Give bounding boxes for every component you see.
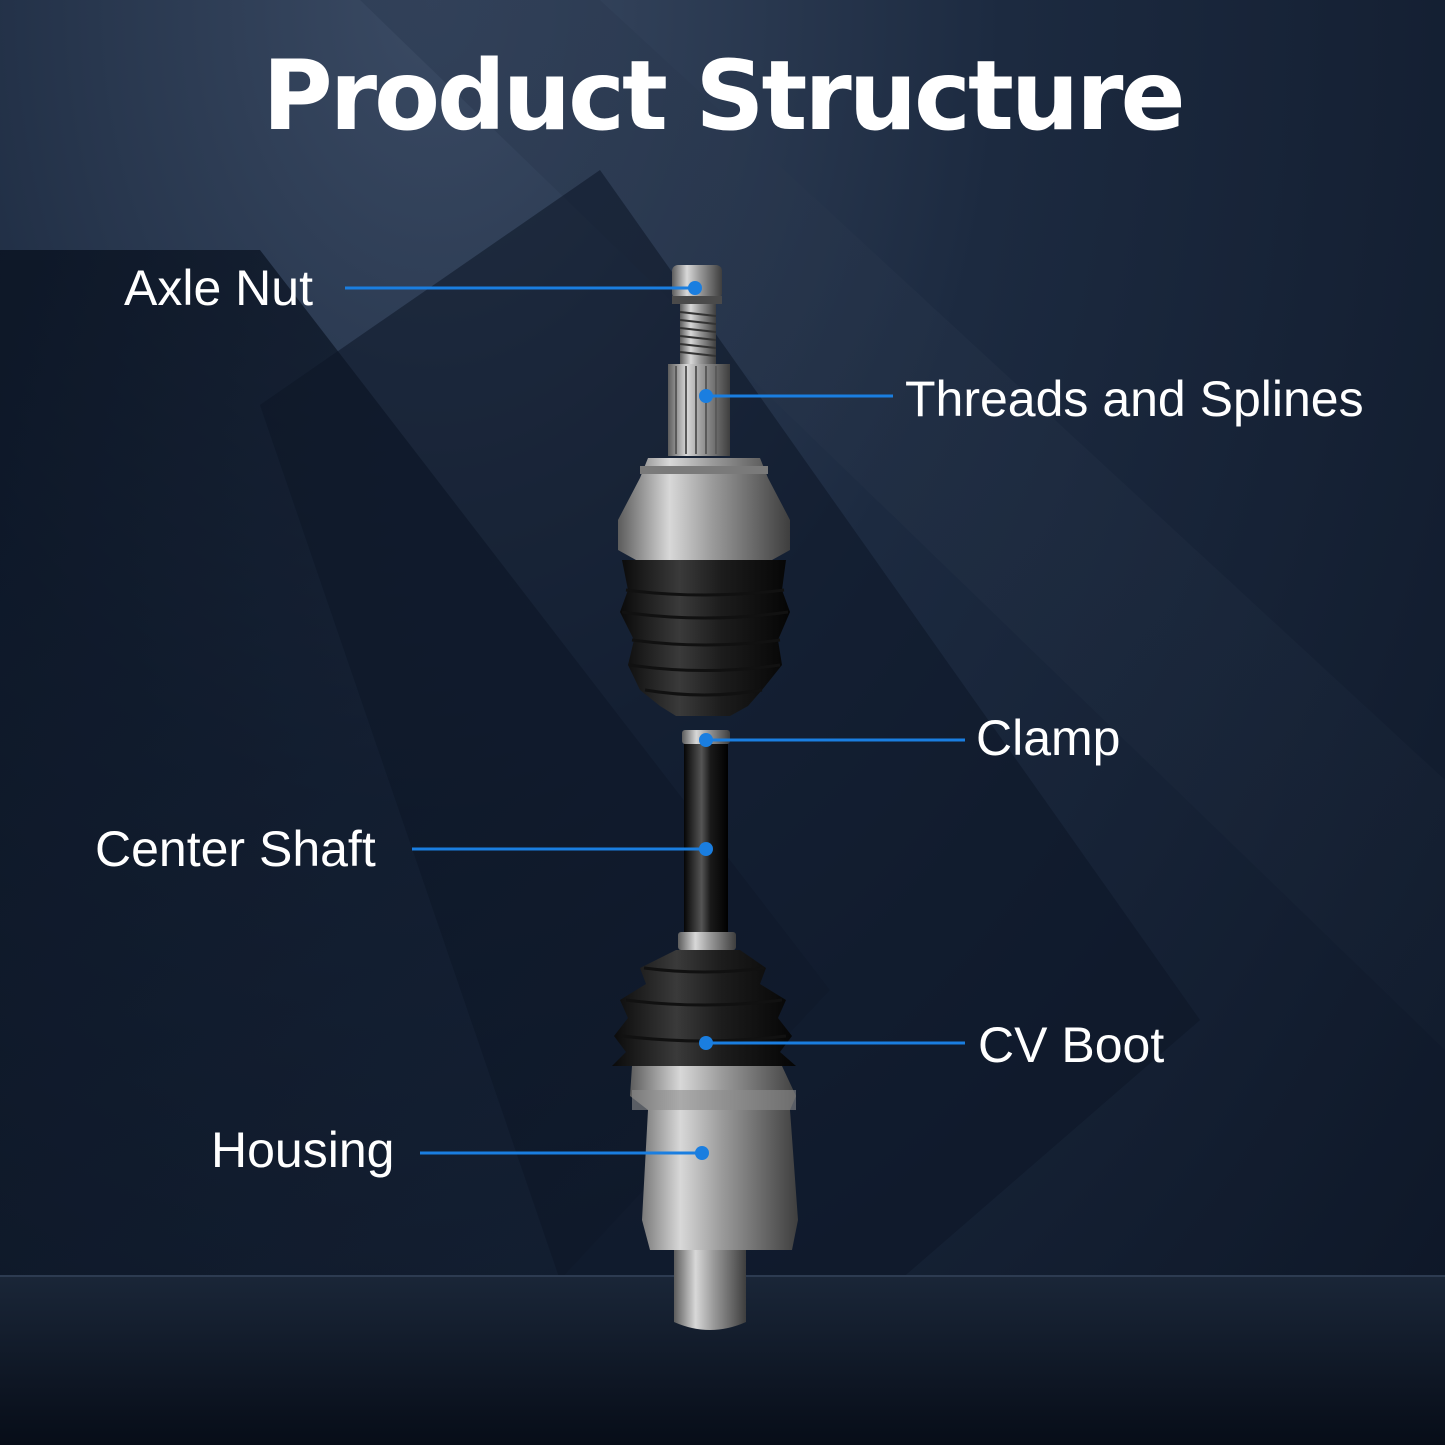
outer-cv-boot [620,560,790,716]
bg-dark-panel [260,170,1200,1280]
dot-threads [699,389,713,403]
label-housing: Housing [211,1122,395,1178]
leader-dots [688,281,713,1160]
label-clamp: Clamp [976,710,1121,766]
splines-part [668,364,730,456]
inner-housing-part [630,1066,798,1250]
label-threads-and-splines: Threads and Splines [905,371,1364,427]
dot-housing [695,1146,709,1160]
dot-clamp [699,733,713,747]
inner-cv-boot [612,950,796,1066]
inner-clamp-part [678,932,736,950]
label-center-shaft: Center Shaft [95,821,376,877]
dot-cv-boot [699,1036,713,1050]
leader-lines [345,286,965,1155]
center-shaft-part [684,744,728,934]
outer-joint-housing [618,458,790,560]
stub-shaft-part [674,1250,746,1330]
label-cv-boot: CV Boot [978,1017,1165,1073]
dot-center-shaft [699,842,713,856]
label-axle-nut: Axle Nut [124,260,313,316]
page-title: Product Structure [262,40,1185,152]
threads-part [679,304,717,366]
dot-axle-nut [688,281,702,295]
